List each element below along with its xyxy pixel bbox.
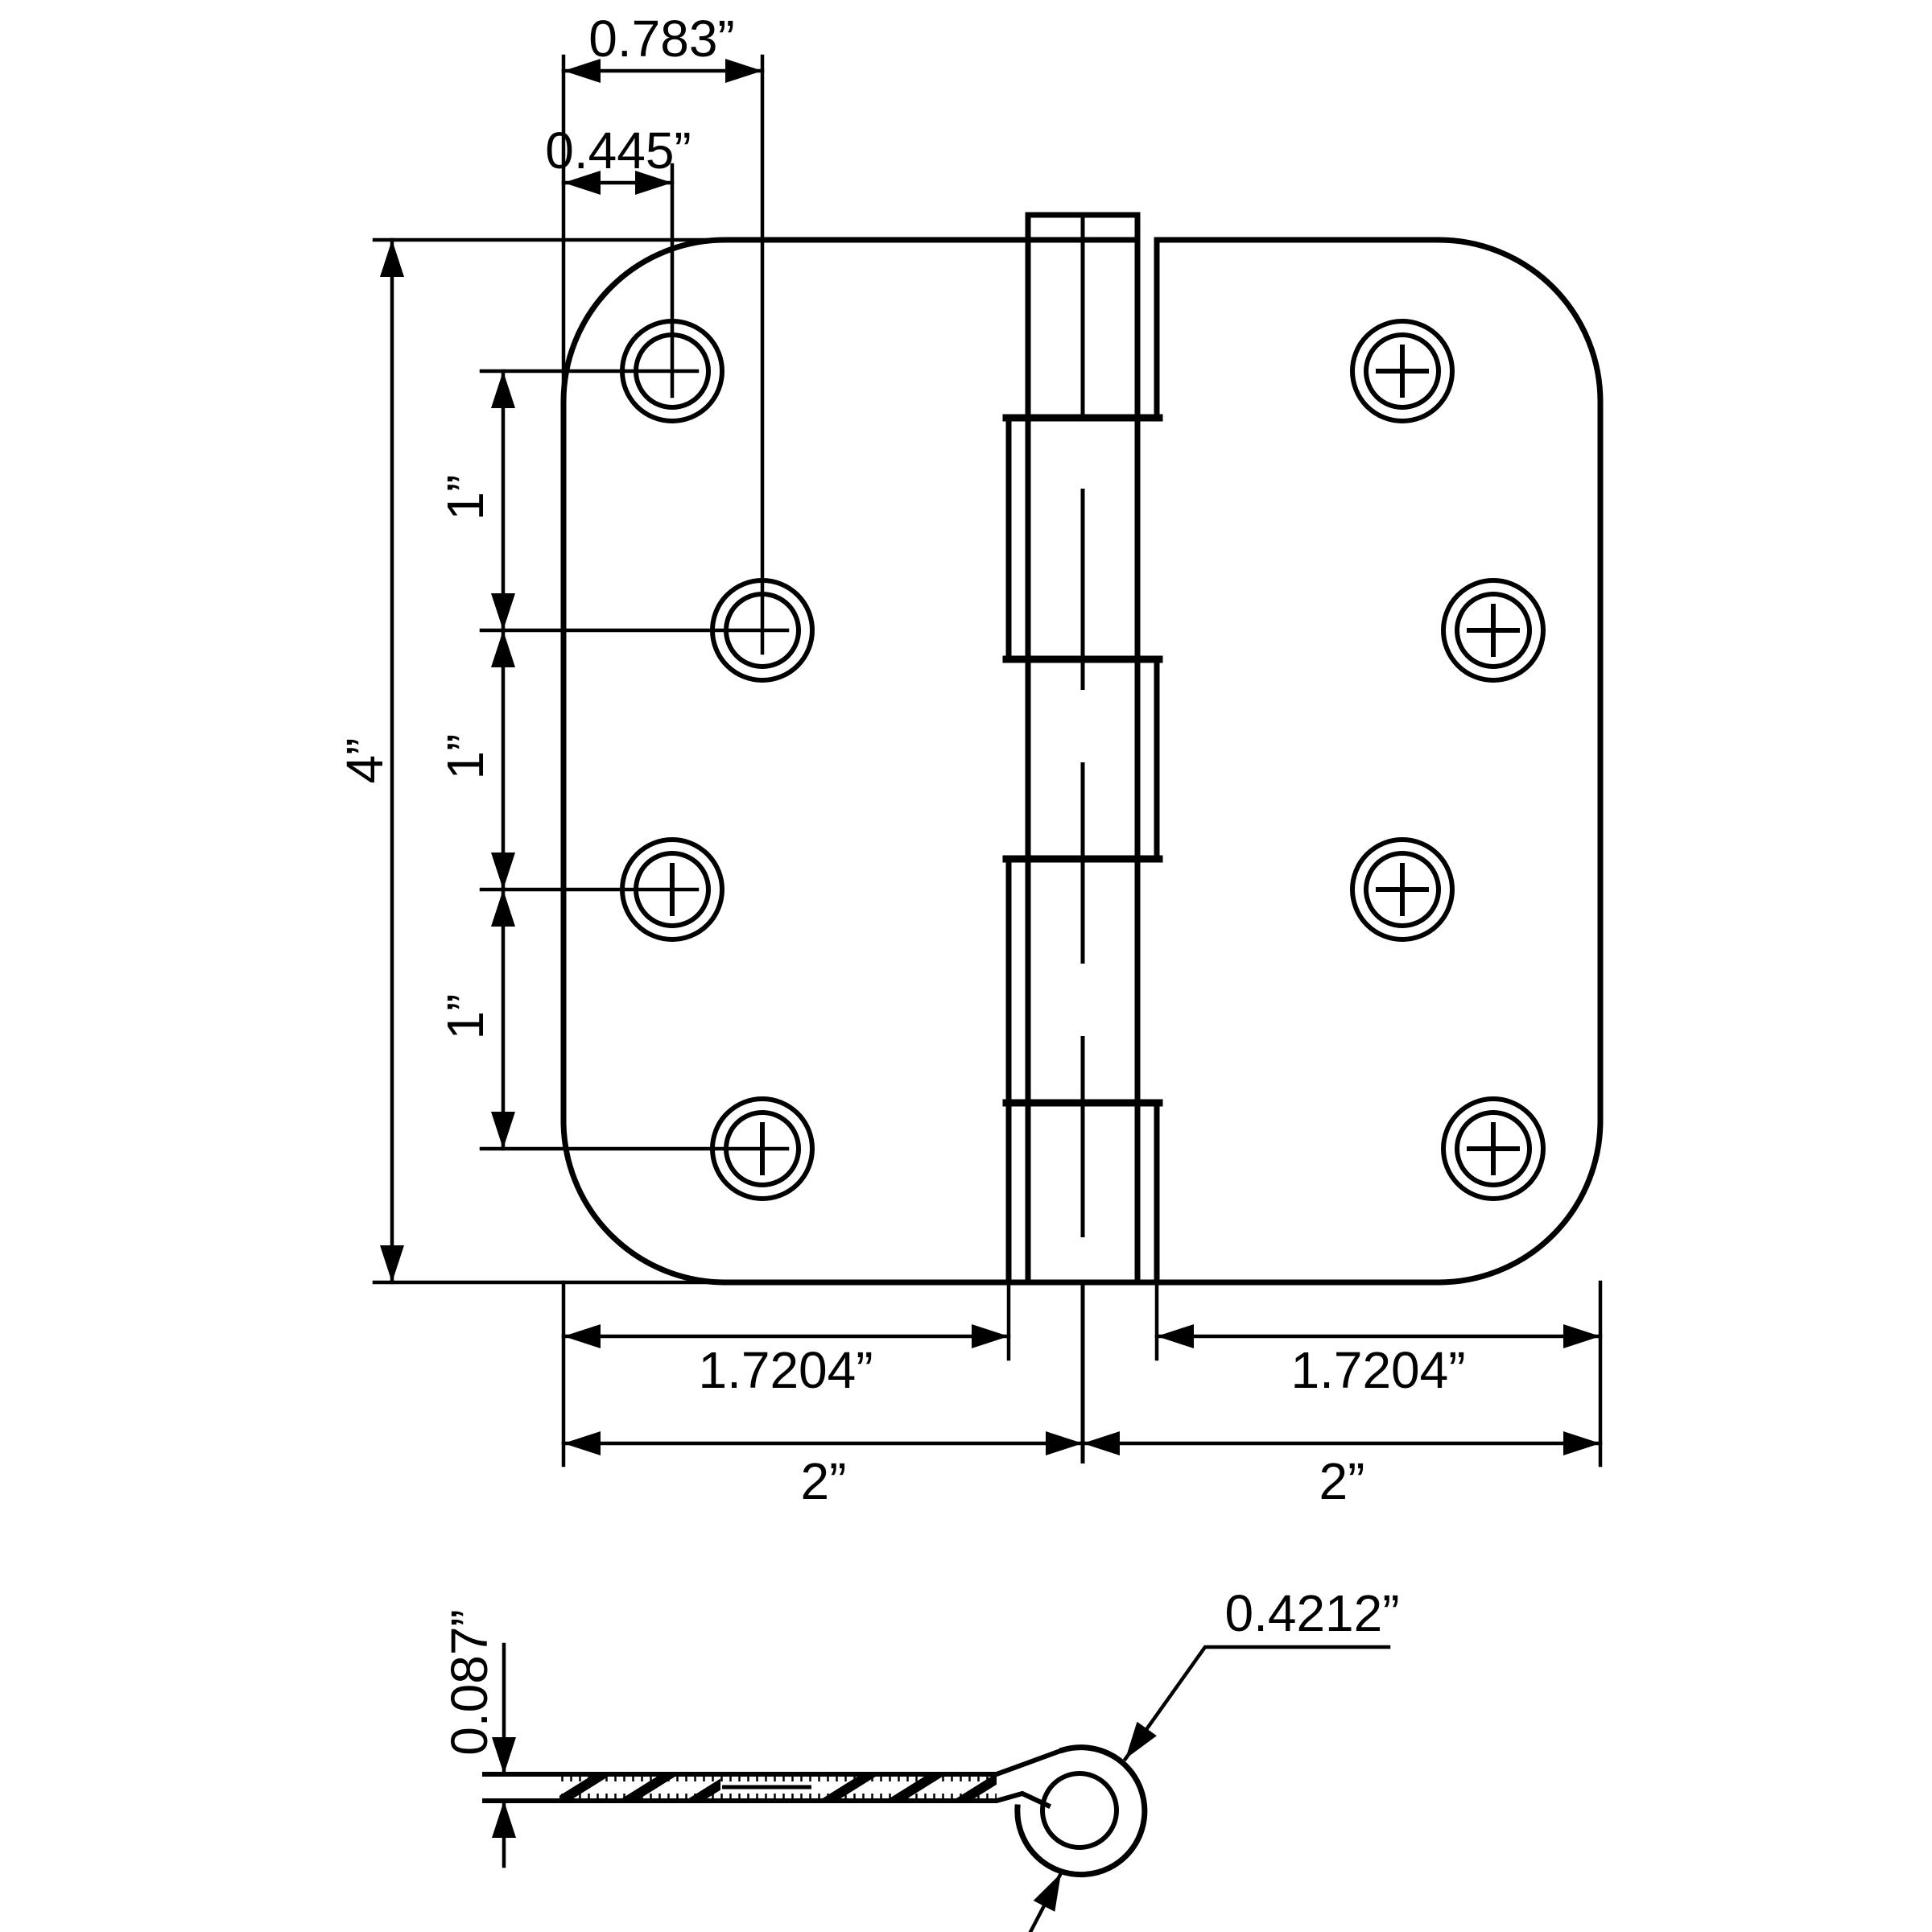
- dim-knuckle-diameter: 0.4212”: [1122, 1584, 1400, 1762]
- dim-leaf-width-right: 1.7204”: [1154, 1324, 1603, 1399]
- hole-inner-circle: [1364, 332, 1441, 410]
- hole-outer-circle: [1350, 319, 1455, 423]
- dim-text-hole1-offset: 0.445”: [545, 122, 691, 180]
- arrowhead-right: [1046, 1431, 1083, 1455]
- leader-curl-bottom: [1028, 1870, 1064, 1932]
- arrowhead: [491, 371, 515, 408]
- dim-hole2-offset: 0.783”: [561, 10, 765, 83]
- screw-hole-8: [1441, 1096, 1546, 1201]
- arrowhead: [491, 890, 515, 927]
- dim-text-hole2-offset: 0.783”: [588, 10, 734, 68]
- hole-inner-circle: [1364, 851, 1441, 928]
- dim-overall-height: 4”: [336, 237, 404, 1285]
- arrowhead-left: [1083, 1431, 1120, 1455]
- dim-text-pitch2: 1”: [436, 734, 494, 780]
- section-knuckle-curl-outer: [1014, 1744, 1148, 1878]
- arrowhead: [1033, 1873, 1061, 1912]
- arrowhead-top: [380, 240, 404, 277]
- arrowhead: [491, 593, 515, 630]
- arrowhead: [491, 1112, 515, 1149]
- arrowhead-left: [1157, 1324, 1194, 1348]
- dim-text-leaf-left: 1.7204”: [698, 1341, 873, 1399]
- arrowhead-bottom: [380, 1245, 404, 1282]
- arrowhead-down: [492, 1737, 516, 1774]
- arrowhead-right: [1563, 1324, 1600, 1348]
- screw-hole-5: [1350, 319, 1455, 423]
- arrowhead: [1125, 1721, 1157, 1759]
- arrowhead-left: [564, 1324, 601, 1348]
- section-plate-top-surface: [482, 1747, 1066, 1777]
- section-tick-strip-top: [559, 1775, 997, 1781]
- dim-half-width-right: 2”: [1080, 1431, 1603, 1510]
- arrowhead-left: [564, 59, 601, 83]
- dim-half-width-left: 2”: [561, 1431, 1085, 1510]
- dim-text-leaf-right: 1.7204”: [1290, 1341, 1465, 1399]
- screw-hole-7: [1350, 837, 1455, 942]
- dim-leaf-width-left: 1.7204”: [561, 1324, 1011, 1399]
- arrowhead-up: [492, 1801, 516, 1838]
- screw-hole-6: [1441, 578, 1546, 683]
- dim-leaf-thickness: 0.087”: [440, 1609, 516, 1868]
- arrowhead: [491, 852, 515, 890]
- arrowhead-left: [564, 1431, 601, 1455]
- dim-text-knuckle-od: 0.4212”: [1224, 1584, 1399, 1642]
- arrowhead-right: [635, 171, 672, 195]
- hole-inner-circle: [1455, 592, 1532, 669]
- arrowhead-right: [1563, 1431, 1600, 1455]
- hinge-section-view: 0.087” 0.4212”: [440, 1584, 1400, 1932]
- hinge-barrel: [1002, 212, 1163, 1286]
- dim-text-half-left: 2”: [801, 1452, 847, 1510]
- left-leaf-outline: [560, 237, 1030, 1286]
- dim-text-thickness: 0.087”: [440, 1609, 498, 1755]
- arrowhead: [491, 630, 515, 667]
- dim-text-half-right: 2”: [1319, 1452, 1365, 1510]
- hole-outer-circle: [1441, 578, 1546, 683]
- section-plate-bottom-surface: [482, 1790, 1051, 1809]
- leader-line: [1122, 1645, 1391, 1762]
- dim-text-pitch1: 1”: [436, 475, 494, 521]
- arrowhead-left: [564, 171, 601, 195]
- arrowhead-right: [725, 59, 762, 83]
- screw-holes: [620, 319, 1546, 1201]
- arrowhead-right: [972, 1324, 1009, 1348]
- dim-text-height: 4”: [336, 738, 394, 784]
- extension-lines: [372, 54, 1603, 1468]
- hole-outer-circle: [1350, 837, 1455, 942]
- section-knuckle-curl-inner: [1040, 1771, 1119, 1850]
- hole-outer-circle: [1441, 1096, 1546, 1201]
- hinge-front-view: 0.783” 0.445” 4” 1” 1” 1”: [336, 10, 1604, 1510]
- dim-text-pitch3: 1”: [436, 994, 494, 1040]
- hole-inner-circle: [1455, 1110, 1532, 1187]
- dim-hole1-offset: 0.445”: [545, 122, 691, 195]
- right-leaf-outline: [1154, 237, 1604, 1286]
- section-tick-strip-bottom: [559, 1794, 997, 1800]
- dim-hole-pitches: 1” 1” 1”: [436, 369, 515, 1151]
